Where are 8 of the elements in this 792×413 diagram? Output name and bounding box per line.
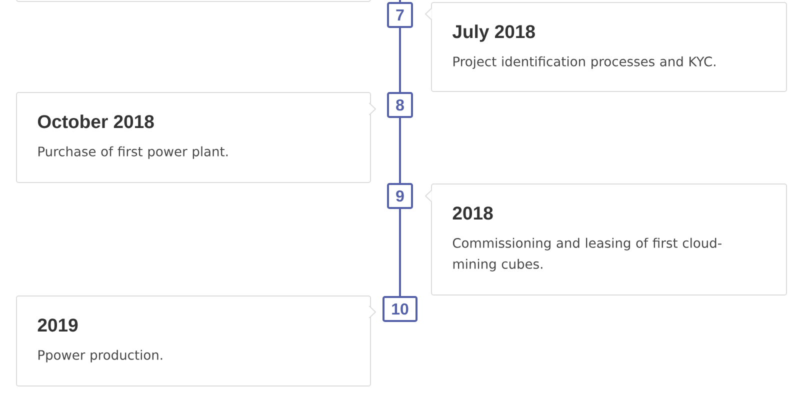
timeline-line — [399, 209, 401, 296]
number-box: 10 — [382, 296, 418, 322]
number-box: 9 — [387, 183, 413, 209]
timeline-line — [399, 0, 401, 2]
number-box: 8 — [387, 92, 413, 118]
number-box: 7 — [387, 2, 413, 28]
timeline-line — [399, 28, 401, 92]
timeline-line — [399, 118, 401, 183]
